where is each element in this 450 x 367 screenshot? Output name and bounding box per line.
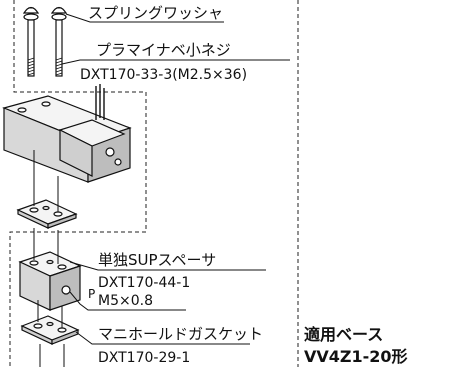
label-gasket-name: マニホールドガスケット [98, 325, 263, 343]
spring-washer-left [23, 13, 39, 21]
screw-shank-right [55, 19, 63, 77]
label-gasket-part: DXT170-29-1 [98, 350, 190, 366]
solenoid-valve [2, 84, 132, 183]
lead-wires [95, 84, 105, 120]
label-port-thread: M5×0.8 [98, 293, 153, 309]
manifold-gasket [20, 315, 80, 345]
label-base-line1: 適用ベース [304, 325, 383, 344]
valve-gasket [16, 199, 78, 229]
label-spacer-part: DXT170-44-1 [98, 275, 190, 291]
spring-washer-right [51, 13, 67, 21]
label-base-line2: VV4Z1-20形 [304, 347, 408, 366]
screws [22, 6, 68, 77]
leader-screw [61, 59, 290, 65]
leader-port [69, 291, 186, 311]
valve-coil-front [59, 129, 93, 177]
leader-gasket [75, 331, 250, 345]
label-screw-name: プラマイナベ小ネジ [96, 41, 231, 59]
leader-spring-washer [65, 13, 224, 23]
leader-spacer [69, 261, 266, 271]
upper-dashed-outline [9, 0, 147, 367]
p-port-hole [61, 285, 71, 295]
screw-shank-left [27, 19, 35, 77]
label-spacer-name: 単独SUPスペーサ [98, 251, 216, 269]
dashed-enclosure [9, 0, 299, 367]
label-screw-part: DXT170-33-3(M2.5×36) [80, 67, 247, 83]
leader-lines [61, 13, 290, 345]
label-port-letter: P [88, 287, 95, 301]
alignment-lines [33, 150, 65, 367]
sup-spacer [18, 251, 82, 311]
label-spring-washer: スプリングワッシャ [88, 4, 223, 22]
